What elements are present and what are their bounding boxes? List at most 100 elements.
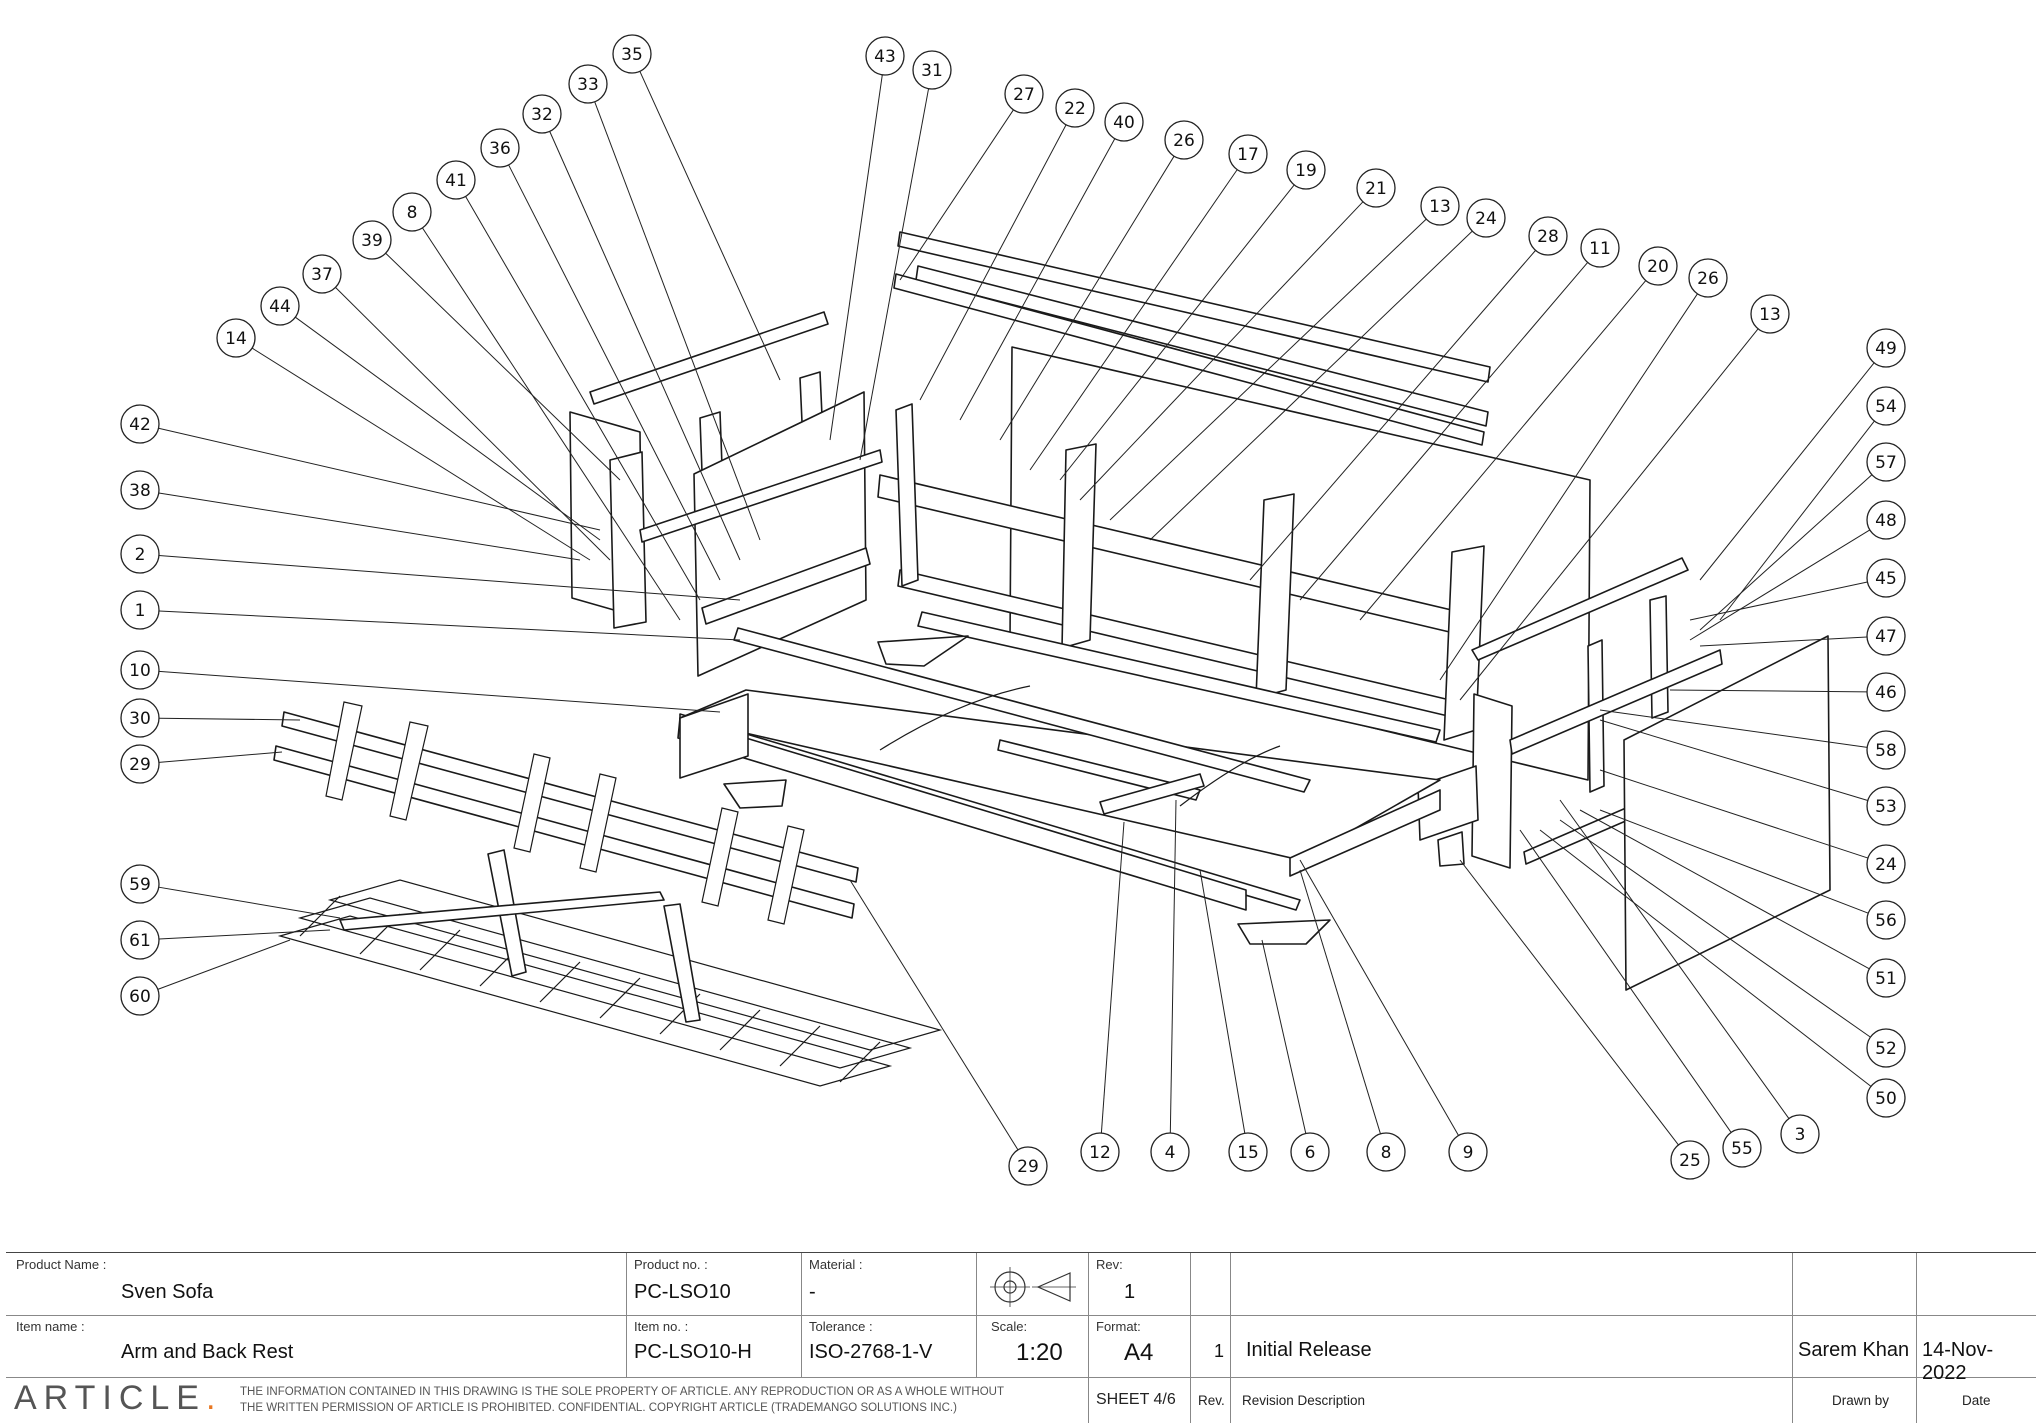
balloon-circle [1638, 246, 1678, 286]
right-arm-outer-panel [1623, 635, 1831, 991]
balloon-circle [120, 590, 160, 630]
balloon-circle [1750, 294, 1790, 334]
callout-balloon: 20 [1638, 246, 1678, 286]
callout-balloon: 9 [1448, 1132, 1488, 1172]
balloon-circle [1420, 186, 1460, 226]
callout-balloon: 53 [1866, 786, 1906, 826]
tolerance: ISO-2768-1-V [809, 1341, 933, 1363]
leader-line [158, 886, 341, 919]
balloon-number: 50 [1875, 1089, 1897, 1109]
balloon-circle [1466, 198, 1506, 238]
leader-line [1169, 799, 1177, 1134]
callout-balloon: 4 [1150, 1132, 1190, 1172]
balloon-number: 41 [445, 171, 467, 191]
leader-line [1599, 709, 1868, 748]
callout-balloon: 57 [1866, 442, 1906, 482]
balloon-number: 6 [1305, 1143, 1316, 1163]
callout-balloon: 50 [1866, 1078, 1906, 1118]
balloon-circle [1055, 88, 1095, 128]
callout-balloon: 54 [1866, 386, 1906, 426]
balloon-number: 12 [1089, 1143, 1111, 1163]
leader-line [1299, 262, 1589, 601]
balloon-number: 46 [1875, 683, 1897, 703]
product-no-label: Product no. : [634, 1257, 708, 1272]
right-arm-inner-panel [1471, 693, 1513, 869]
back-rail-lower [893, 273, 1485, 446]
callout-balloon: 55 [1722, 1128, 1762, 1168]
balloon-number: 14 [225, 329, 247, 349]
balloon-number: 52 [1875, 1039, 1897, 1059]
strap-b [663, 903, 701, 1023]
slat-3 [513, 753, 551, 853]
leader-line [422, 227, 681, 621]
left-arm-bottom-rail [701, 547, 871, 625]
leader-line [999, 155, 1175, 441]
balloon-circle [865, 36, 905, 76]
callout-balloon: 40 [1104, 102, 1144, 142]
balloon-circle [120, 698, 160, 738]
callout-balloon: 12 [1080, 1132, 1120, 1172]
balloon-circle [1580, 228, 1620, 268]
callout-balloon: 33 [568, 64, 608, 104]
leader-line [251, 347, 591, 561]
callout-balloon: 37 [302, 254, 342, 294]
leader-line [1699, 636, 1868, 647]
rev-value: 1 [1124, 1281, 1136, 1303]
wedge-block [877, 635, 969, 667]
scale-label: Scale: [991, 1319, 1028, 1334]
callout-balloon: 29 [120, 744, 160, 784]
leader-line [1299, 859, 1459, 1136]
leader-line [1109, 218, 1427, 521]
seat-frame-outline [679, 689, 1441, 861]
leader-line [859, 88, 930, 461]
webbing-grid [277, 849, 943, 1087]
foot-right [1237, 919, 1331, 945]
leader-line [1719, 420, 1875, 621]
leader-line [1559, 819, 1871, 1038]
callout-balloon: 56 [1866, 900, 1906, 940]
leader-line [1599, 769, 1869, 859]
callout-balloon: 51 [1866, 958, 1906, 998]
callout-balloon: 19 [1286, 150, 1326, 190]
balloon-circle [1008, 1146, 1048, 1186]
balloon-number: 31 [921, 61, 943, 81]
balloon-circle [1688, 258, 1728, 298]
leader-line [1149, 230, 1473, 541]
balloon-number: 11 [1589, 239, 1611, 259]
balloon-number: 28 [1537, 227, 1559, 247]
leader-line [295, 316, 601, 541]
balloon-circle [1866, 786, 1906, 826]
leader-line [1519, 829, 1732, 1133]
callout-balloon: 41 [436, 160, 476, 200]
balloon-circle [392, 192, 432, 232]
scale: 1:20 [1016, 1339, 1063, 1366]
balloon-number: 19 [1295, 161, 1317, 181]
balloon-circle [522, 94, 562, 134]
balloon-circle [1150, 1132, 1190, 1172]
slat-4 [579, 773, 617, 873]
leader-line [157, 939, 291, 990]
revision-description: Initial Release [1246, 1339, 1372, 1361]
balloon-number: 10 [129, 661, 151, 681]
callout-balloon: 29 [1008, 1146, 1048, 1186]
balloon-circle [1448, 1132, 1488, 1172]
balloon-circle [216, 318, 256, 358]
drawn-by: Sarem Khan [1798, 1339, 1910, 1361]
leader-line [465, 196, 701, 601]
balloon-number: 1 [135, 601, 146, 621]
right-arm-top [1471, 557, 1689, 661]
seat-support [1099, 773, 1205, 815]
callout-balloon: 17 [1228, 134, 1268, 174]
leader-line [158, 670, 721, 713]
balloon-number: 44 [269, 297, 291, 317]
date-header: Date [1962, 1393, 1991, 1408]
item-no: PC-LSO10-H [634, 1341, 752, 1363]
balloon-circle [1866, 1078, 1906, 1118]
balloon-number: 17 [1237, 145, 1259, 165]
balloon-circle [1670, 1140, 1710, 1180]
top-back-rail [897, 231, 1491, 383]
disclaimer-line-1: THE INFORMATION CONTAINED IN THIS DRAWIN… [240, 1386, 1005, 1398]
callout-balloon: 52 [1866, 1028, 1906, 1068]
callout-balloon: 38 [120, 470, 160, 510]
